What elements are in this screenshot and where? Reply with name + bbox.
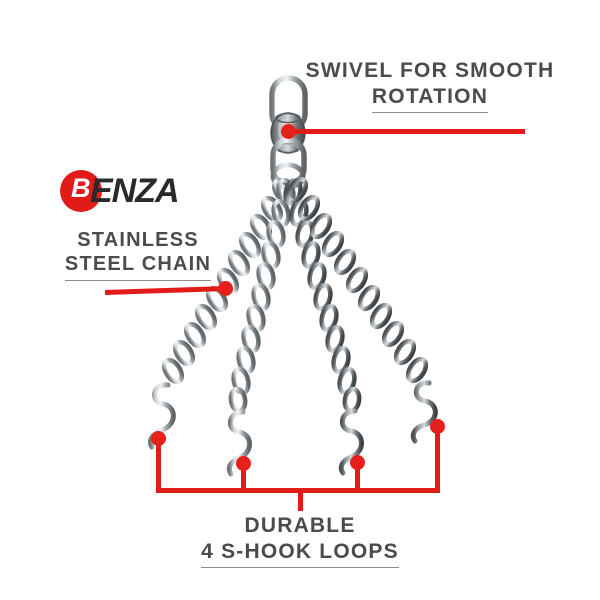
logo-mark-letter: B (71, 173, 91, 203)
callout-chain: STAINLESS STEEL CHAIN (58, 228, 218, 281)
callout-swivel: SWIVEL FOR SMOOTH ROTATION (300, 58, 560, 114)
logo-wordmark: ENZA (90, 172, 180, 210)
anchor-dot-hook-4 (430, 419, 445, 434)
leader-line-chain (104, 285, 228, 295)
callout-hooks: DURABLE 4 S-HOOK LOOPS (170, 513, 430, 569)
logo-circle-icon (60, 170, 102, 212)
anchor-dot-hook-1 (151, 431, 166, 446)
leader-line-swivel (288, 128, 525, 134)
leader-drop-hook-3 (355, 462, 360, 492)
callout-hooks-line1: DURABLE (244, 514, 356, 537)
brand-logo: B ENZA (60, 168, 220, 214)
chain-strand-2 (226, 177, 296, 477)
chain-strand-3 (283, 177, 364, 476)
callout-chain-line1: STAINLESS (77, 229, 199, 251)
anchor-dot-swivel (281, 124, 296, 139)
chain-strand-4 (285, 176, 438, 444)
anchor-dot-chain (218, 281, 233, 296)
callout-swivel-line2: ROTATION (371, 84, 489, 114)
callout-swivel-line1: SWIVEL FOR SMOOTH (305, 59, 555, 82)
chain-strand-1 (147, 177, 294, 450)
callout-hooks-line2: 4 S-HOOK LOOPS (201, 539, 399, 569)
anchor-dot-hook-3 (350, 455, 365, 470)
anchor-dot-hook-2 (236, 456, 251, 471)
leader-stem-hooks (298, 488, 303, 511)
leader-drop-hook-1 (156, 438, 161, 492)
leader-drop-hook-2 (241, 463, 246, 492)
leader-drop-hook-4 (435, 426, 440, 492)
callout-chain-line2: STEEL CHAIN (64, 252, 212, 281)
